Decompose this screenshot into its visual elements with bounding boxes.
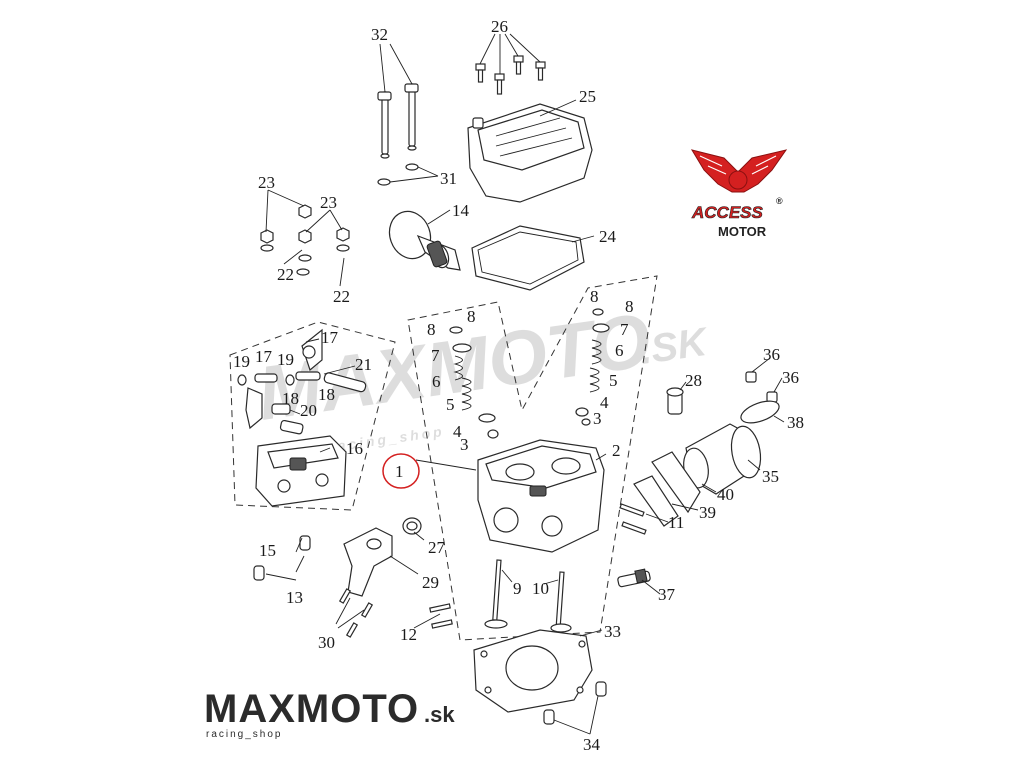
leader-lines [265,33,785,735]
callout-36: 36 [763,345,780,364]
logo-name: ACCESS [691,203,764,222]
callout-8: 8 [467,307,476,326]
logo-reg: ® [776,196,783,206]
callout-24: 24 [599,227,617,246]
callout-29: 29 [422,573,439,592]
callout-18: 18 [282,389,299,408]
callout-7: 7 [431,346,440,365]
valve-train-right [575,308,610,426]
callout-32: 32 [371,25,388,44]
callout-38: 38 [787,413,804,432]
callout-33: 33 [604,622,621,641]
callout-11: 11 [668,513,684,532]
callout-19: 19 [233,352,250,371]
callout-8: 8 [590,287,599,306]
callout-18: 18 [318,385,335,404]
part-26-bolts [475,55,546,95]
part-34-dowels [543,681,607,725]
valve-train-left [449,326,499,439]
brand-suffix: .sk [424,702,455,727]
callout-20: 20 [300,401,317,420]
callout-7: 7 [620,320,629,339]
part-37-spark-plug [617,568,651,588]
callout-36: 36 [782,368,799,387]
callout-27: 27 [428,538,446,557]
callout-1: 1 [395,462,404,481]
part-2-cylinder-head [477,439,605,553]
part-32-studs [377,83,419,159]
callout-2: 2 [612,441,621,460]
callout-40: 40 [717,485,734,504]
callout-12: 12 [400,625,417,644]
callout-4: 4 [453,422,462,441]
cylinder-head-group-outline [407,275,658,641]
callout-4: 4 [600,393,609,412]
brand-main: MAXMOTO [204,687,419,731]
intake-assembly [619,371,780,535]
callout-5: 5 [446,395,455,414]
callout-3: 3 [460,435,469,454]
access-motor-logo: ACCESS ® MOTOR [691,149,788,239]
callout-9: 9 [513,579,522,598]
callout-labels: 1 2 3 3 4 4 5 5 6 6 7 7 8 8 8 8 9 10 11 … [233,17,804,754]
callout-23: 23 [320,193,337,212]
callout-31: 31 [440,169,457,188]
callout-10: 10 [532,579,549,598]
part-31-washers [377,163,419,186]
rocker-assembly [237,328,367,507]
callout-8: 8 [625,297,634,316]
part-25-valve-cover [467,103,593,203]
callout-19: 19 [277,350,294,369]
callout-30: 30 [318,633,335,652]
callout-17: 17 [321,328,339,347]
rocker-group-outline [229,321,396,511]
callout-26: 26 [491,17,508,36]
callout-15: 15 [259,541,276,560]
watermark: MAXMOTO .SK racing_shop [253,298,713,455]
highlight-circle [382,453,420,489]
callout-28: 28 [685,371,702,390]
part-9-10-valves [484,559,572,633]
callout-23: 23 [258,173,275,192]
part-23-22-nuts-washers [260,204,350,276]
maxmoto-brand: MAXMOTO .sk racing_shop [204,687,455,740]
callout-25: 25 [579,87,596,106]
part-14-camshaft [388,210,461,271]
callout-3: 3 [593,409,602,428]
callout-22: 22 [277,265,294,284]
part-30-12-bolts [338,588,453,638]
callout-37: 37 [658,585,676,604]
callout-6: 6 [432,372,441,391]
logo-sub: MOTOR [718,224,767,239]
callout-22: 22 [333,287,350,306]
callout-17: 17 [255,347,273,366]
part-33-head-gasket [473,629,593,713]
callout-8: 8 [427,320,436,339]
part-24-gasket [471,225,585,291]
callout-16: 16 [346,439,363,458]
callout-13: 13 [286,588,303,607]
group-outlines [229,275,658,641]
callout-35: 35 [762,467,779,486]
callout-39: 39 [699,503,716,522]
part-15-13-dowels [253,535,311,581]
callout-14: 14 [452,201,470,220]
callout-21: 21 [355,355,372,374]
part-27-29-thermostat [343,517,422,597]
callout-34: 34 [583,735,601,754]
watermark-suffix: .SK [637,320,712,373]
callout-6: 6 [615,341,624,360]
callout-5: 5 [609,371,618,390]
brand-tagline: racing_shop [206,729,282,740]
